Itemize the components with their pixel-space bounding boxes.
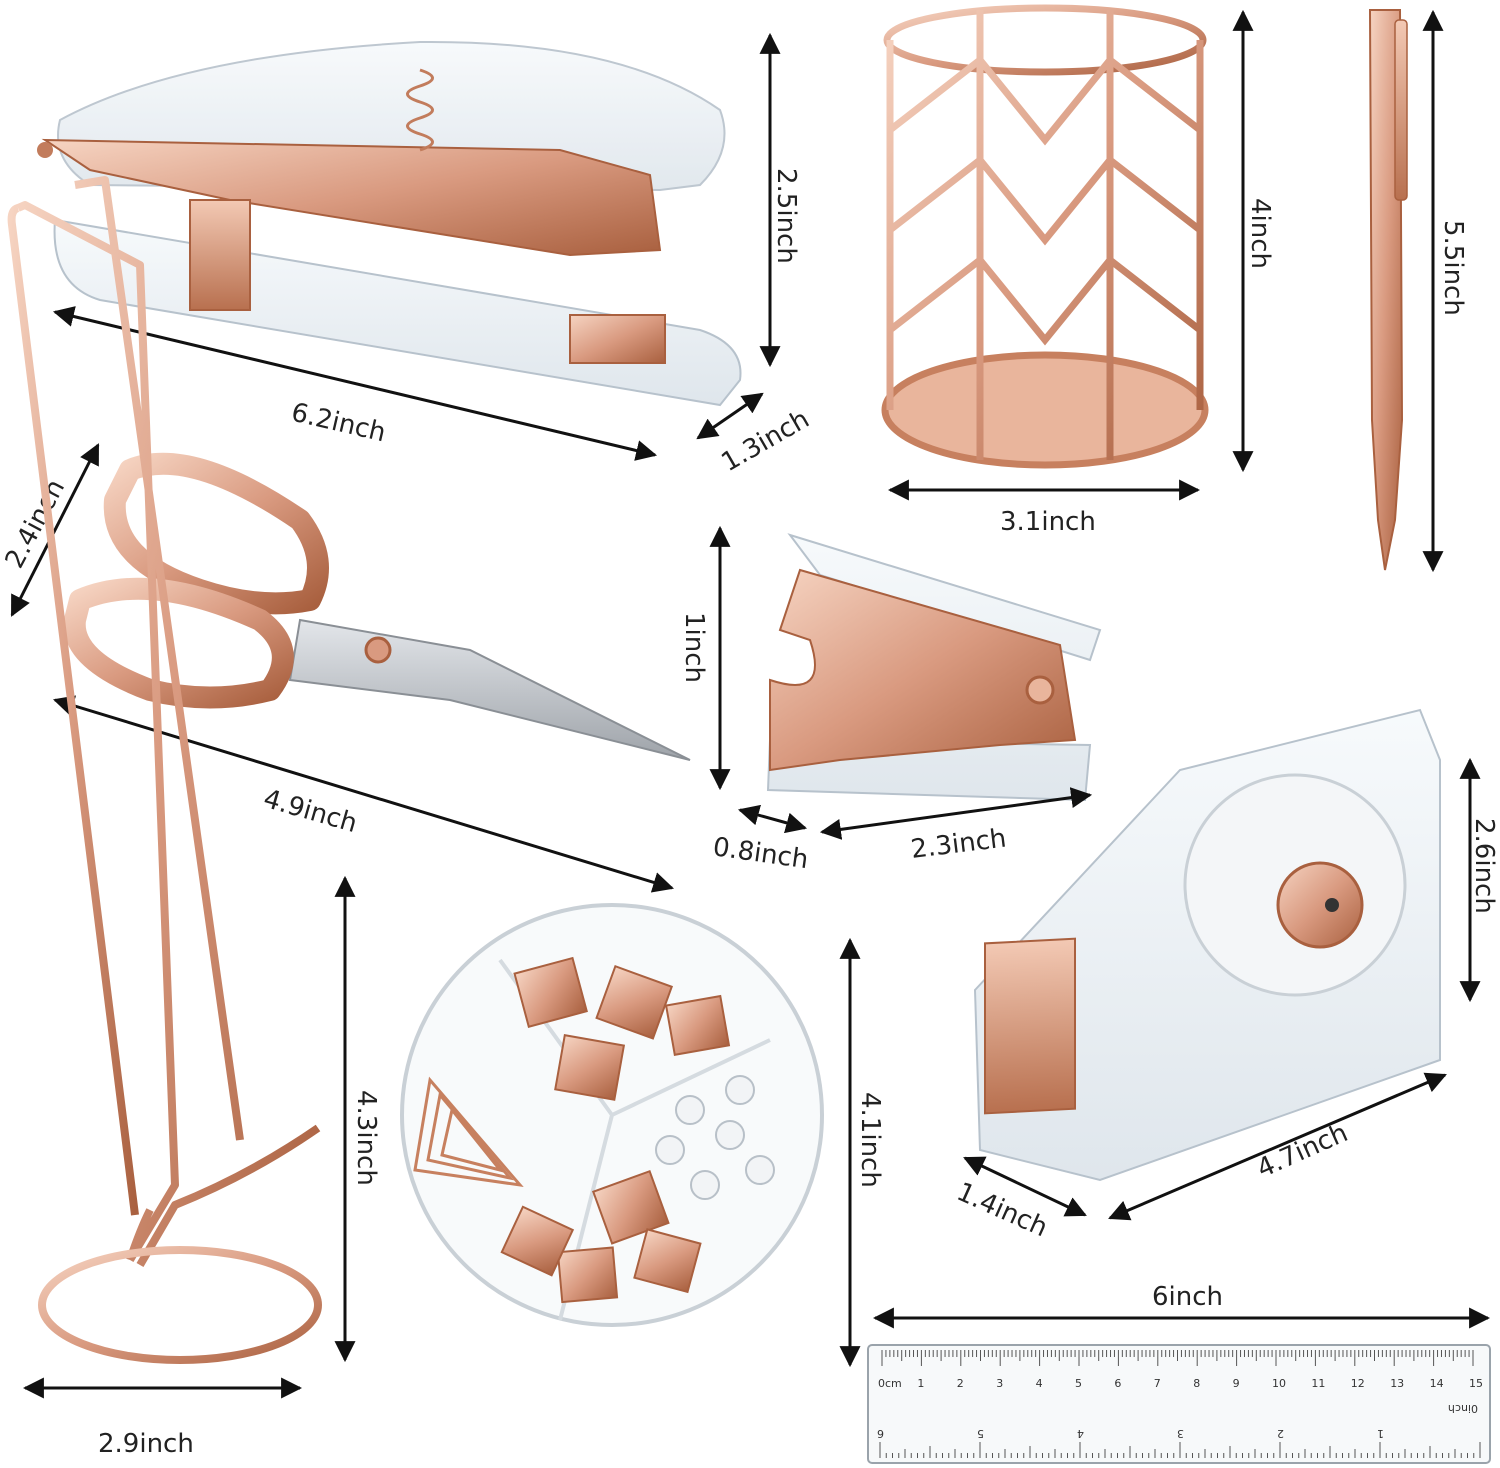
ruler-cm-zero: 0cm xyxy=(878,1377,902,1390)
tape-dispenser-height-label: 2.6inch xyxy=(1469,818,1499,914)
binder-clips xyxy=(500,956,731,1304)
pen-holder-wire-frame xyxy=(886,10,1204,460)
ruler-cm-number: 11 xyxy=(1311,1377,1325,1390)
phone-stand-wire xyxy=(16,176,321,1268)
phone-stand-base-ring xyxy=(38,1246,322,1364)
ruler-inch-numbers: 1 2 3 4 5 6 xyxy=(877,1427,1384,1440)
stapler-metal-block xyxy=(189,199,251,311)
ruler-body xyxy=(867,1344,1491,1464)
scissors-pivot xyxy=(364,636,392,664)
staple-remover-length-label: 2.3inch xyxy=(909,823,1008,864)
ruler-cm-number: 14 xyxy=(1430,1377,1444,1390)
ruler-length-label: 6inch xyxy=(1152,1282,1223,1312)
staple-remover: 1inch 0.8inch 2.3inch xyxy=(679,525,1102,875)
ruler-inch-ticks xyxy=(879,1442,1481,1458)
scissors-lower-handle xyxy=(63,577,294,709)
staple-remover-length-arrow xyxy=(819,787,1093,840)
staple-remover-width-label: 0.8inch xyxy=(711,832,810,875)
ruler-inch-number: 5 xyxy=(977,1427,984,1440)
ruler-inch-number: 2 xyxy=(1277,1427,1284,1440)
ruler-cm-number: 5 xyxy=(1075,1377,1082,1390)
staple-remover-width-arrow xyxy=(737,804,808,834)
pen: 5.5inch xyxy=(1368,9,1468,573)
scissors-width-arrow xyxy=(10,443,100,617)
phone-stand xyxy=(7,176,322,1364)
ruler-inch-number: 1 xyxy=(1377,1427,1384,1440)
staple-remover-height-label: 1inch xyxy=(679,612,709,683)
tape-dispenser-width-label: 1.4inch xyxy=(952,1177,1052,1243)
pen-length-label: 5.5inch xyxy=(1438,220,1468,316)
stapler-height-label: 2.5inch xyxy=(771,168,801,264)
push-pins xyxy=(655,1075,775,1200)
tape-dispenser-length-label: 4.7inch xyxy=(1253,1118,1353,1184)
ruler-inch-number: 3 xyxy=(1177,1427,1184,1440)
pen-holder-top-rim xyxy=(883,4,1207,76)
ruler-cm-number: 6 xyxy=(1114,1377,1121,1390)
pen-holder-base xyxy=(881,351,1209,469)
ruler-cm-ticks xyxy=(881,1350,1474,1366)
clip-box-height-label: 4.1inch xyxy=(855,1092,885,1188)
ruler-cm-number: 4 xyxy=(1036,1377,1043,1390)
scissors: 4.9inch 2.4inch xyxy=(0,443,691,893)
stapler-width-arrow xyxy=(696,392,764,440)
ruler-cm-number: 13 xyxy=(1390,1377,1404,1390)
ruler-cm-number: 1 xyxy=(917,1377,924,1390)
tape-dispenser-length-arrow xyxy=(1108,1072,1447,1221)
stapler-metal-arm xyxy=(41,138,662,257)
tape-hub-center xyxy=(1325,898,1339,912)
ruler-cm-number: 7 xyxy=(1154,1377,1161,1390)
ruler-cm-number: 9 xyxy=(1233,1377,1240,1390)
phone-stand-back xyxy=(7,204,139,1216)
clip-box: 4.1inch xyxy=(400,903,885,1368)
phone-stand-width-label: 2.9inch xyxy=(98,1429,194,1459)
paper-clips xyxy=(413,1076,524,1188)
scissors-blade xyxy=(288,618,691,761)
tape-dispenser-width-arrow xyxy=(963,1156,1087,1217)
staple-remover-pin xyxy=(1025,675,1055,705)
stapler-spring xyxy=(406,68,434,152)
scissors-upper-handle xyxy=(103,452,329,615)
phone-stand-height-label: 4.3inch xyxy=(351,1090,381,1186)
ruler-cm-number: 12 xyxy=(1351,1377,1365,1390)
ruler-cm-number: 8 xyxy=(1193,1377,1200,1390)
ruler-inch-zero: 0inch xyxy=(1448,1402,1478,1415)
stapler: 6.2inch 2.5inch 1.3inch xyxy=(37,32,814,478)
ruler-inch-number: 4 xyxy=(1077,1427,1084,1440)
ruler-cm-number: 3 xyxy=(996,1377,1003,1390)
stapler-anvil xyxy=(569,314,666,364)
ruler-cm-number: 10 xyxy=(1272,1377,1286,1390)
pen-holder xyxy=(881,4,1254,501)
tape-hub xyxy=(1276,861,1364,949)
ruler-inch-number: 6 xyxy=(877,1427,884,1440)
pen-clip xyxy=(1394,19,1408,201)
pen-holder-width-label: 3.1inch xyxy=(1000,507,1096,537)
staple-remover-metal xyxy=(769,568,1077,772)
scissors-width-label: 2.4inch xyxy=(0,475,71,574)
ruler-cm-number: 15 xyxy=(1469,1377,1483,1390)
pen-holder-height-label: 4inch xyxy=(1245,198,1275,269)
tape-dispenser: 2.6inch 4.7inch 1.4inch xyxy=(952,708,1499,1243)
ruler-cm-number: 2 xyxy=(957,1377,964,1390)
stapler-length-label: 6.2inch xyxy=(288,398,388,449)
stapler-length-arrow xyxy=(52,306,658,461)
scissors-length-label: 4.9inch xyxy=(260,784,360,839)
tape-cutter-plate xyxy=(984,937,1076,1115)
stapler-pivot xyxy=(37,142,53,158)
